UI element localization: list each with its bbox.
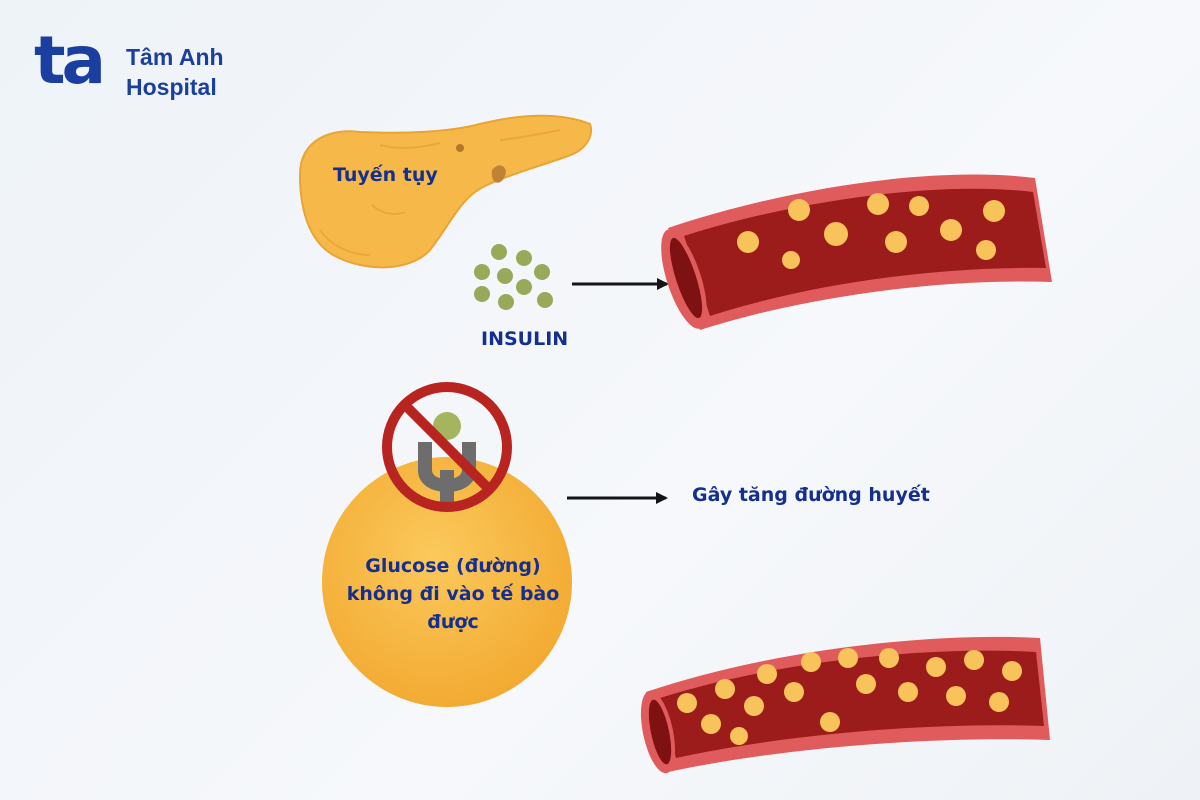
glucose-particle <box>926 657 946 677</box>
insulin-particles <box>474 244 553 310</box>
insulin-particle <box>491 244 507 260</box>
insulin-particle <box>516 279 532 295</box>
glucose-particle <box>737 231 759 253</box>
glucose-particle <box>1002 661 1022 681</box>
insulin-particle <box>474 264 490 280</box>
glucose-particle <box>940 219 962 241</box>
glucose-particle <box>856 674 876 694</box>
logo-name-line1: Tâm Anh <box>126 44 224 70</box>
glucose-particle <box>784 682 804 702</box>
glucose-particle <box>801 652 821 672</box>
glucose-label-line1: Glucose (đường) <box>365 555 541 577</box>
glucose-particle <box>989 692 1009 712</box>
glucose-particle <box>898 682 918 702</box>
prohibition-sign-icon <box>382 382 512 512</box>
glucose-particle <box>838 648 858 668</box>
insulin-particle <box>534 264 550 280</box>
effect-label: Gây tăng đường huyết <box>692 484 930 506</box>
insulin-particle <box>537 292 553 308</box>
glucose-particle <box>730 727 748 745</box>
glucose-particle <box>946 686 966 706</box>
glucose-particle <box>788 199 810 221</box>
insulin-particle <box>516 250 532 266</box>
glucose-label-line3: được <box>427 611 479 633</box>
logo-name-line2: Hospital <box>126 74 217 100</box>
hospital-logo: ta Tâm Anh Hospital <box>34 28 244 106</box>
glucose-particle <box>782 251 800 269</box>
insulin-particle <box>497 268 513 284</box>
cell <box>322 457 572 707</box>
glucose-particle <box>757 664 777 684</box>
blood-vessel-top <box>661 174 1052 330</box>
blood-vessel-bottom <box>640 636 1050 774</box>
insulin-particle <box>474 286 490 302</box>
glucose-label: Glucose (đường) không đi vào tế bào được <box>308 552 598 636</box>
glucose-particle <box>964 650 984 670</box>
glucose-particle <box>701 714 721 734</box>
glucose-particle <box>715 679 735 699</box>
glucose-particle <box>976 240 996 260</box>
glucose-particle <box>909 196 929 216</box>
glucose-particle <box>879 648 899 668</box>
pancreas <box>298 114 592 269</box>
glucose-particle <box>867 193 889 215</box>
logo-mark: ta <box>34 22 106 99</box>
glucose-particle <box>824 222 848 246</box>
glucose-particle <box>820 712 840 732</box>
glucose-label-line2: không đi vào tế bào <box>346 583 560 605</box>
glucose-particle <box>744 696 764 716</box>
glucose-particle <box>885 231 907 253</box>
insulin-label: INSULIN <box>481 328 569 350</box>
insulin-particle <box>498 294 514 310</box>
glucose-particle <box>677 693 697 713</box>
pancreas-label: Tuyến tụy <box>333 164 438 186</box>
glucose-particle <box>983 200 1005 222</box>
